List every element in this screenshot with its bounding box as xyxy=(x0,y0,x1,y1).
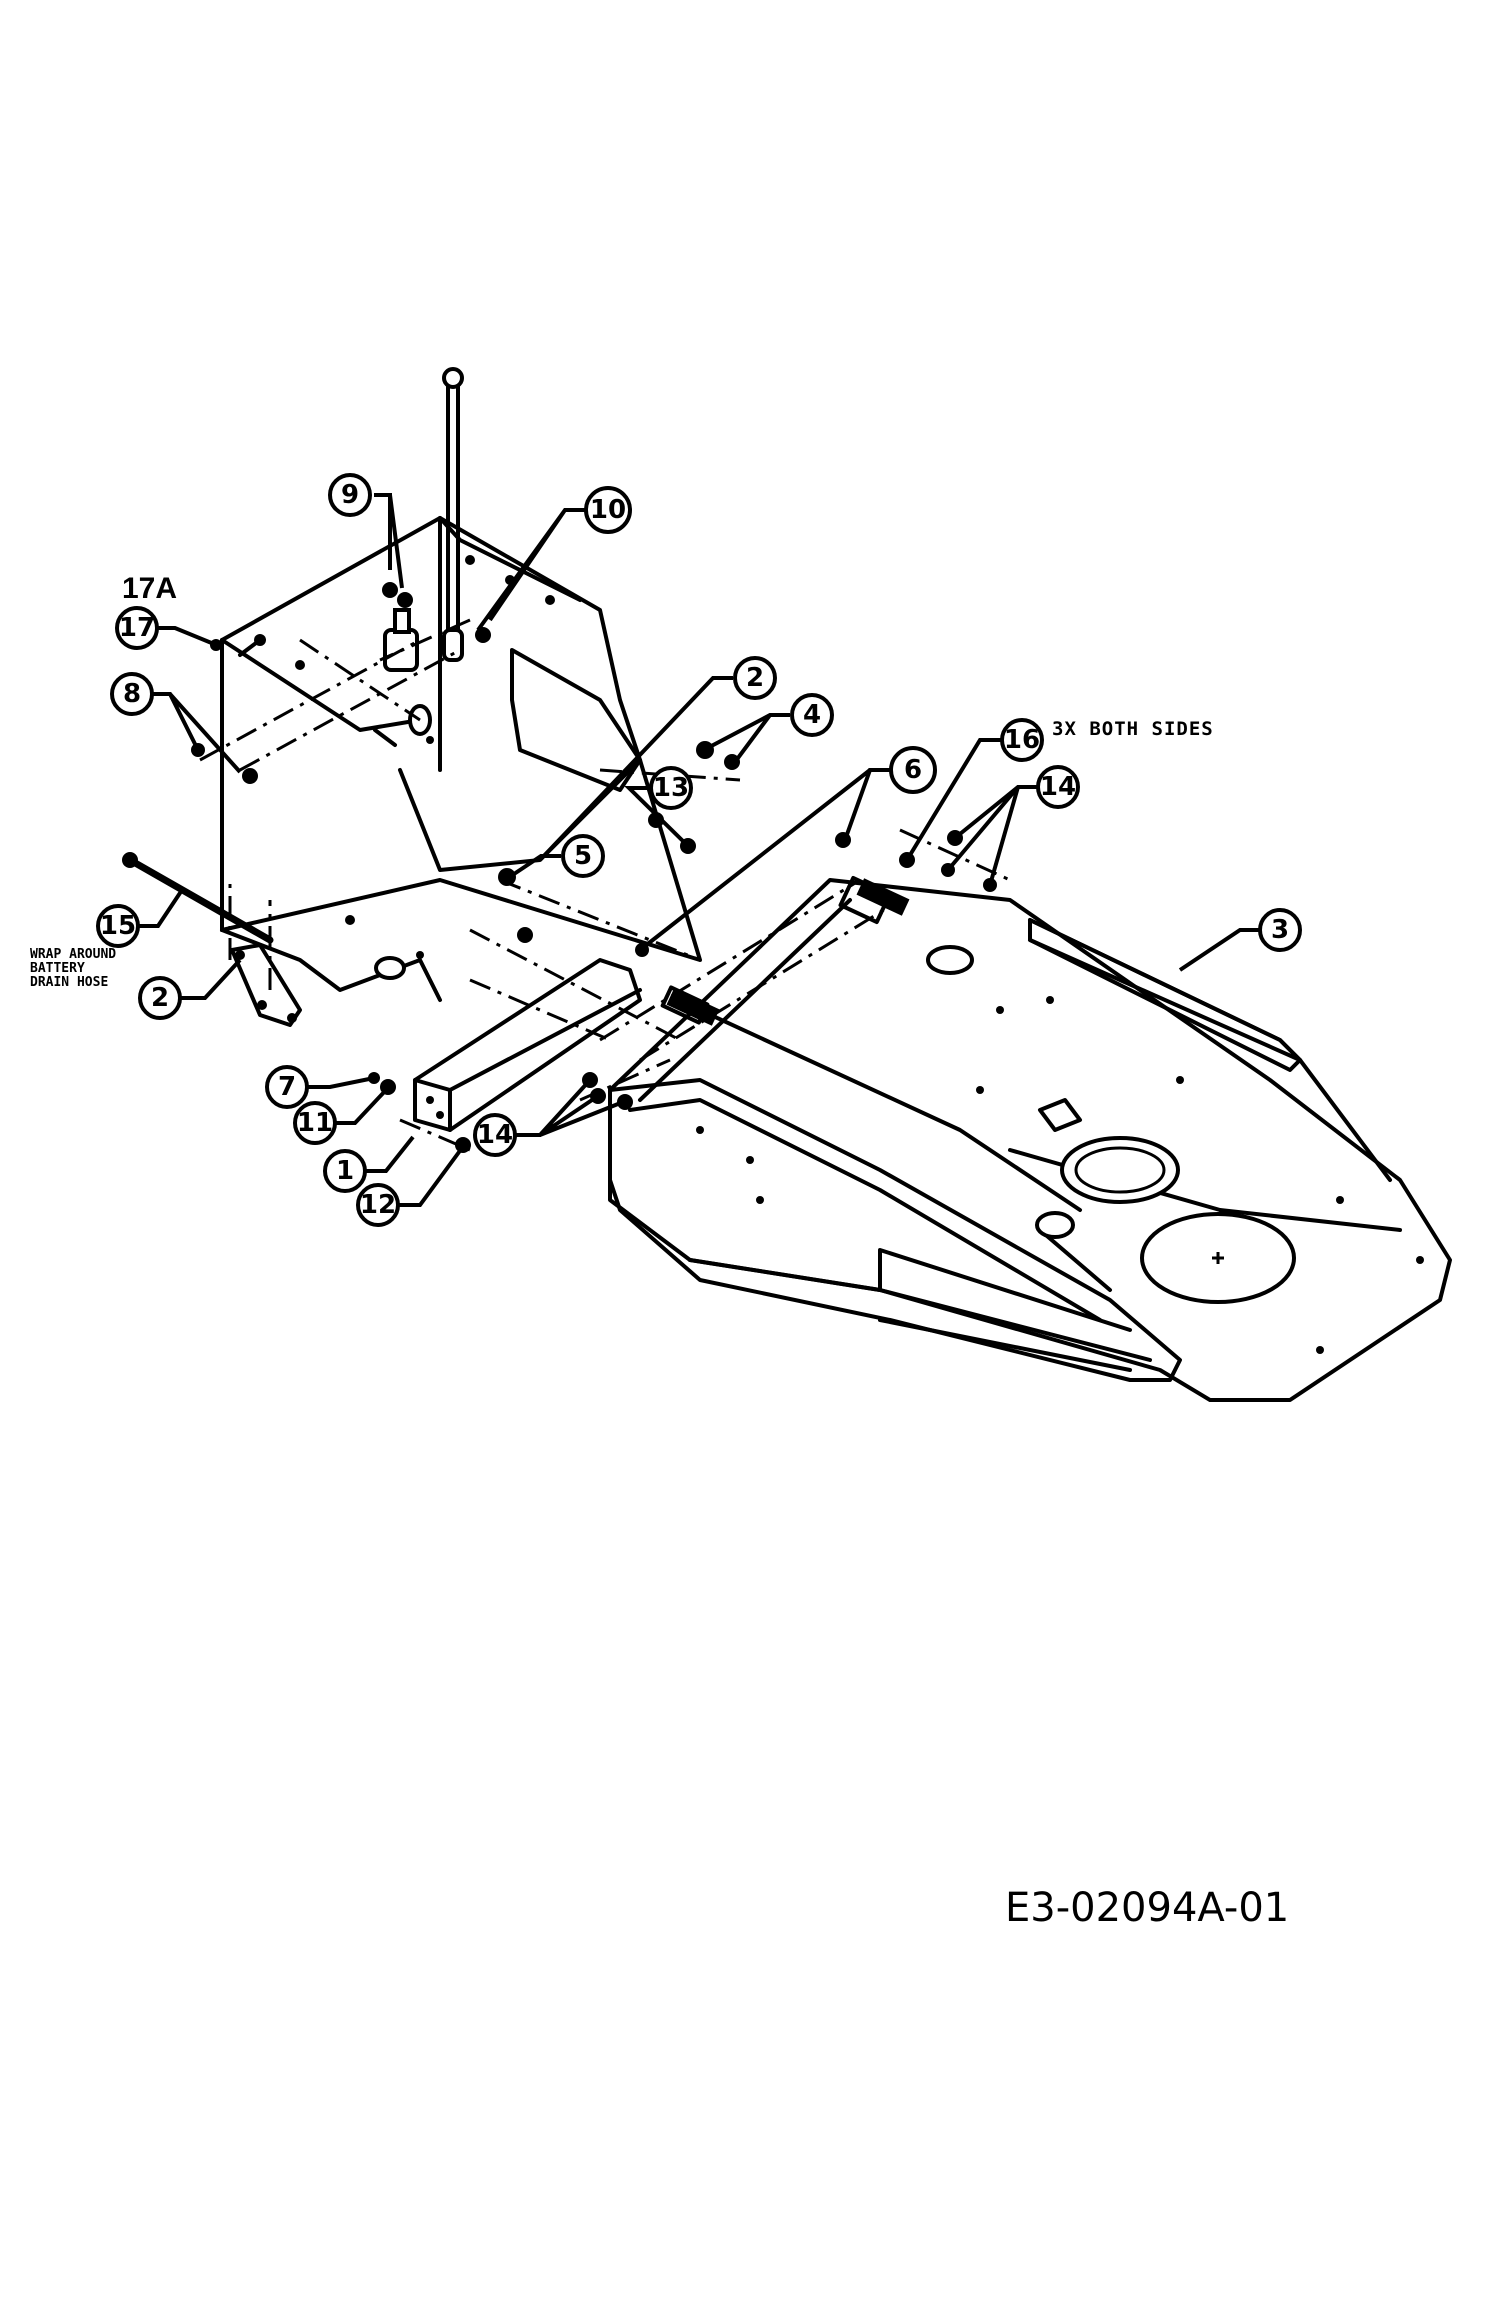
callout-15: 15 xyxy=(96,904,140,948)
front-bracket xyxy=(413,958,642,1132)
leader-lines xyxy=(137,493,1260,1207)
wrap-note-line: BATTERY xyxy=(30,961,85,976)
svg-text:12: 12 xyxy=(360,1190,396,1220)
callout-7: 7 xyxy=(265,1065,309,1109)
svg-text:5: 5 xyxy=(574,841,592,871)
svg-text:3: 3 xyxy=(1271,915,1289,945)
svg-text:14: 14 xyxy=(1040,772,1076,802)
svg-text:17: 17 xyxy=(119,613,155,643)
assembly-label: 17A xyxy=(122,572,178,605)
callout-3: 3 xyxy=(1258,908,1302,952)
svg-text:6: 6 xyxy=(904,755,922,785)
control-rod xyxy=(442,367,464,662)
svg-text:10: 10 xyxy=(590,495,626,525)
callout-17: 17 xyxy=(115,606,159,650)
svg-text:2: 2 xyxy=(746,663,764,693)
callout-2-upper: 2 xyxy=(733,656,777,700)
both-sides-note: 3X BOTH SIDES xyxy=(1052,718,1214,740)
small-bracket xyxy=(230,943,302,1027)
callout-14-upper: 14 xyxy=(1036,765,1080,809)
callout-9: 9 xyxy=(328,473,372,517)
main-frame xyxy=(608,875,1452,1402)
callout-14-lower: 14 xyxy=(473,1113,517,1157)
svg-text:16: 16 xyxy=(1004,725,1040,755)
callout-11: 11 xyxy=(293,1101,337,1145)
svg-text:13: 13 xyxy=(653,773,689,803)
callout-2-lower: 2 xyxy=(138,976,182,1020)
svg-text:4: 4 xyxy=(803,700,821,730)
svg-text:8: 8 xyxy=(123,679,141,709)
callout-10: 10 xyxy=(584,486,632,534)
rear-frame-box xyxy=(220,516,702,1002)
foot-plate xyxy=(608,1078,1182,1382)
svg-text:11: 11 xyxy=(297,1108,333,1138)
drawing-number: E3-02094A-01 xyxy=(1005,1885,1290,1931)
callout-12: 12 xyxy=(356,1183,400,1227)
svg-text:2: 2 xyxy=(151,983,169,1013)
svg-text:7: 7 xyxy=(278,1072,296,1102)
callout-8: 8 xyxy=(110,672,154,716)
callout-5: 5 xyxy=(561,834,605,878)
springs xyxy=(666,878,910,1026)
battery-strap xyxy=(122,852,274,944)
callout-16: 16 xyxy=(1000,718,1044,762)
wrap-note-line: WRAP AROUND xyxy=(30,947,117,962)
svg-text:9: 9 xyxy=(341,480,359,510)
callout-6: 6 xyxy=(889,746,937,794)
wrap-note-line: DRAIN HOSE xyxy=(30,975,109,990)
wrap-note: WRAP AROUND BATTERY DRAIN HOSE xyxy=(30,948,150,990)
callout-13: 13 xyxy=(649,766,693,810)
callout-1: 1 xyxy=(323,1149,367,1193)
svg-text:1: 1 xyxy=(336,1156,354,1186)
svg-text:14: 14 xyxy=(477,1120,513,1150)
svg-text:15: 15 xyxy=(100,911,136,941)
callout-4: 4 xyxy=(790,693,834,737)
side-rail xyxy=(1028,918,1302,1072)
